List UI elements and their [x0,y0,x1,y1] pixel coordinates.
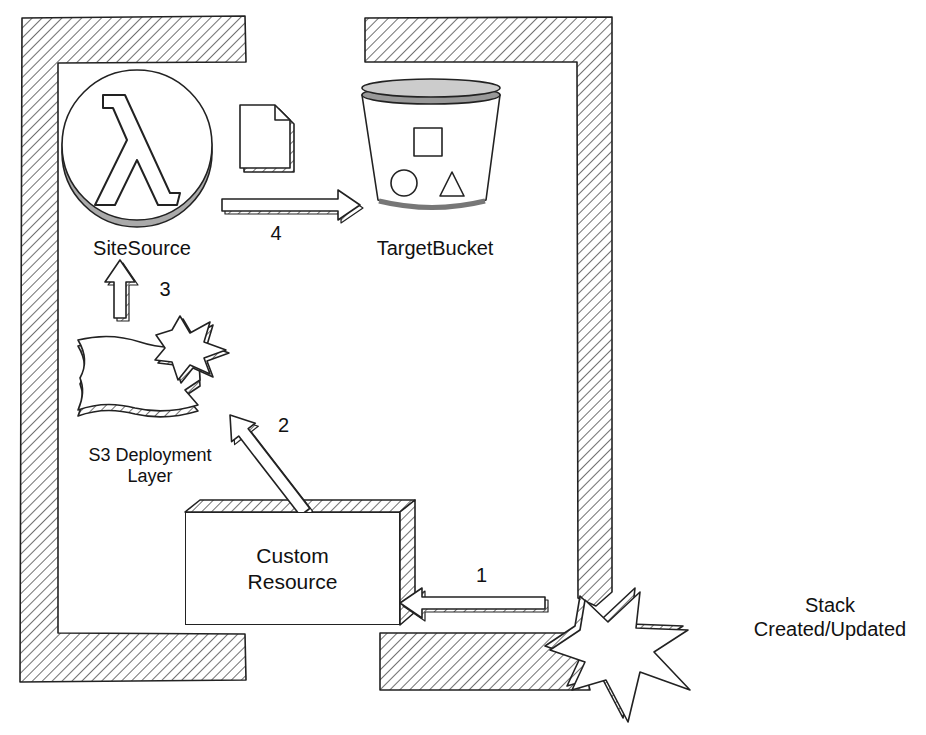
arrow-body [105,260,135,318]
bucket-square [414,128,442,156]
block-arrow [105,260,138,321]
arrow-body [222,190,360,220]
callout-number: 1 [474,565,489,585]
callout-number: 3 [157,279,172,299]
bucket-name: TargetBucket [377,236,494,260]
block-arrow [222,190,363,223]
bucket-body [362,95,500,207]
stack-starburst [545,588,690,722]
bucket-icon [362,79,500,208]
callout-number: 2 [276,415,291,435]
hatched-frame [20,16,612,690]
event-text: Stack Created/Updated [745,593,915,641]
lambda-function: SiteSource [62,62,222,260]
lambda-disc [62,70,212,220]
s3-bucket: TargetBucket [360,62,510,260]
arrow-body [400,588,545,618]
layer-spark [155,316,226,380]
block-arrow [230,415,313,519]
callout-number: 4 [268,223,283,243]
box-text: Custom Resource [233,543,353,593]
document-fold [275,105,290,120]
arrow-body [230,415,310,516]
event-burst: Stack Created/Updated [545,585,915,725]
document [240,105,290,168]
box-depth [185,500,415,625]
bucket-triangle [440,172,464,196]
bucket-circle [391,170,417,196]
process-box: Custom Resource [185,512,400,625]
layer-icon [78,316,229,417]
lambda-symbol [95,95,180,205]
lambda-layer: S3 Deployment Layer [70,318,230,488]
document-icon [240,105,294,172]
block-arrow [400,588,548,621]
starburst [550,592,690,722]
bucket-top [362,79,500,97]
layer-name: S3 Deployment Layer [80,445,220,488]
lambda-icon [62,70,212,227]
function-name: SiteSource [93,236,191,260]
bucket-bottom-rim [379,201,485,208]
